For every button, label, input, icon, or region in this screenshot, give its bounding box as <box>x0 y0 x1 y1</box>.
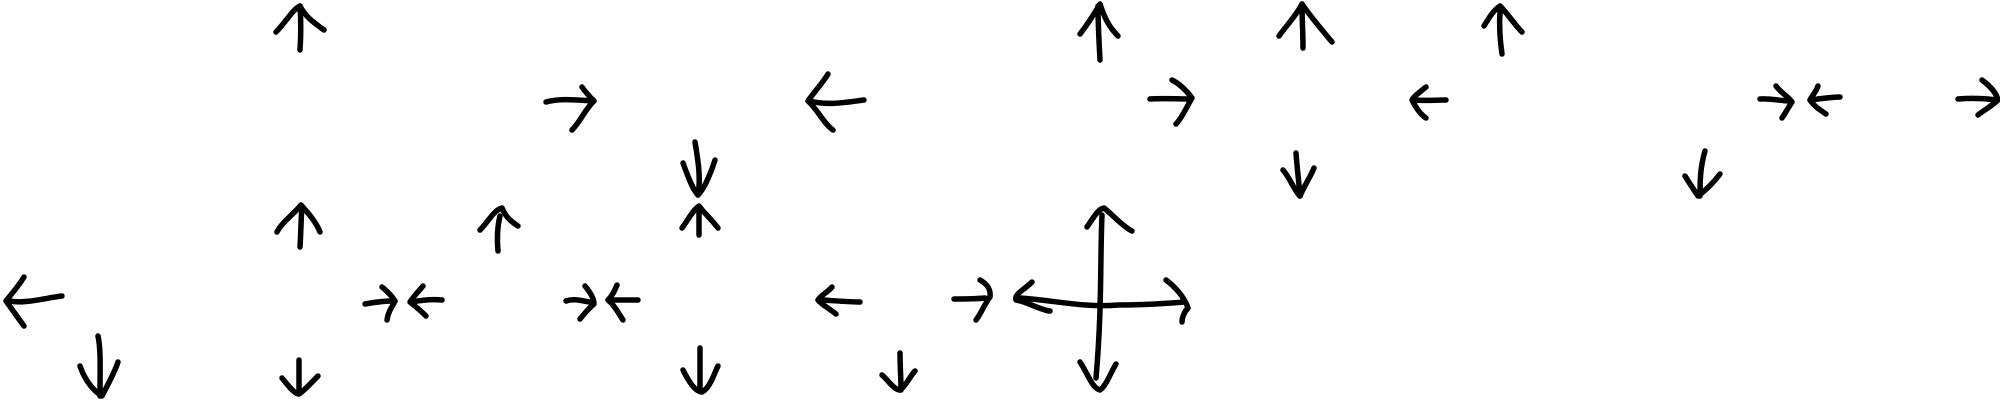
arrow-up-icon <box>477 205 521 254</box>
arrow-up-icon <box>1276 1 1335 51</box>
arrow-up-icon <box>274 202 323 250</box>
arrow-down-icon <box>77 333 121 399</box>
arrows-inward-horizontal-icon <box>1757 83 1843 121</box>
arrow-up-icon <box>1481 3 1525 57</box>
arrow-right-icon <box>543 84 597 133</box>
arrow-left-icon <box>805 71 867 133</box>
arrow-right-icon <box>1955 77 2000 118</box>
arrow-right-icon <box>1147 77 1195 127</box>
cross-arrows-icon <box>1013 205 1191 393</box>
arrows-inward-vertical-icon <box>679 139 721 238</box>
arrow-down-icon <box>279 357 321 397</box>
arrow-right-icon <box>951 277 993 323</box>
arrow-up-icon <box>273 3 327 53</box>
arrow-down-icon <box>1682 148 1723 199</box>
arrows-inward-horizontal-icon <box>563 282 641 323</box>
arrows-inward-horizontal-icon <box>362 283 445 323</box>
arrow-down-icon <box>879 350 918 393</box>
arrow-left-icon <box>3 274 65 329</box>
arrow-left-icon <box>1409 84 1449 121</box>
arrow-up-icon <box>1077 1 1121 63</box>
arrow-down-icon <box>1280 150 1317 199</box>
arrow-left-icon <box>815 284 863 317</box>
arrow-down-icon <box>680 345 721 395</box>
